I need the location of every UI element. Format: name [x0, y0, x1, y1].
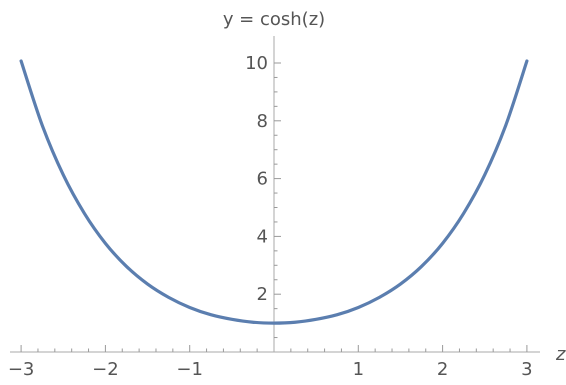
- ticks: [20, 62, 528, 352]
- y-tick-label: 8: [257, 111, 268, 132]
- cosh-curve: [19, 59, 529, 325]
- series-layer: [19, 59, 529, 325]
- x-tick-label: 3: [521, 359, 532, 380]
- x-tick-label: 1: [353, 359, 364, 380]
- tick-labels: −3 −2 −1 1 2 3 2 4 6 8 10: [8, 53, 533, 380]
- y-axis-label: y = cosh(z): [223, 9, 325, 30]
- x-tick-label: −3: [8, 359, 35, 380]
- y-tick-label: 2: [257, 284, 268, 305]
- x-axis-label: z: [555, 344, 566, 365]
- x-tick-label: 2: [437, 359, 448, 380]
- x-tick-label: −2: [92, 359, 119, 380]
- y-tick-label: 4: [257, 226, 268, 247]
- axes: [10, 36, 540, 353]
- y-tick-label: 10: [245, 53, 268, 74]
- x-tick-label: −1: [176, 359, 203, 380]
- y-tick-label: 6: [257, 169, 268, 190]
